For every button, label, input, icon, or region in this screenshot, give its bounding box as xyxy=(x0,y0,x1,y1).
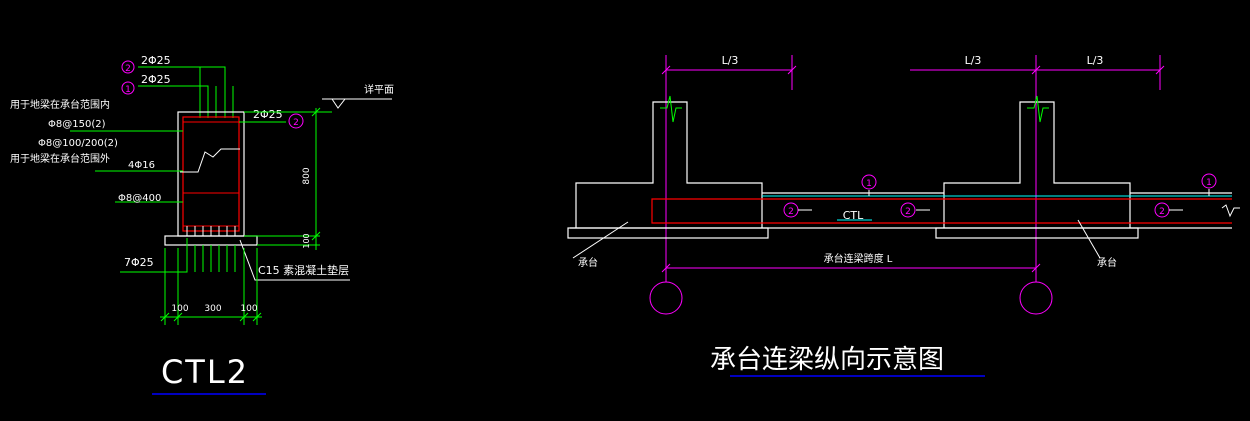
beam-rebar-cage xyxy=(651,198,1232,224)
bar-tag-1-top-text: 1 xyxy=(125,85,131,95)
pile-cap-label-right: 承台 xyxy=(1097,256,1117,269)
tie-bar-label: Φ8@400 xyxy=(118,193,161,204)
elev-tag-1b: 1 xyxy=(1201,173,1217,196)
elev-tag-2c-text: 2 xyxy=(1159,207,1165,217)
beam-outline xyxy=(177,111,245,237)
cushion-layer xyxy=(164,235,258,246)
axis-bubble-left xyxy=(649,281,683,315)
pad-dim-text: 100 xyxy=(302,233,311,248)
pile-cap-label-left: 承台 xyxy=(578,256,598,269)
elev-tag-2a: 2 xyxy=(783,202,799,218)
width-dimension xyxy=(160,248,262,325)
width-dim-right: 100 xyxy=(240,304,257,314)
side-bars-label: 4Φ16 xyxy=(128,160,155,171)
bar-tag-1-top: 1 xyxy=(121,81,135,95)
beam-break-mark xyxy=(1221,204,1240,218)
top-bar-1-label: 2Φ25 xyxy=(141,73,171,86)
pile-caps xyxy=(567,101,1139,239)
axis-bubble-right xyxy=(1019,281,1053,315)
top-dimensions xyxy=(661,55,1165,90)
column-breaks xyxy=(660,95,1049,123)
height-dim-text: 800 xyxy=(302,167,312,184)
section-break-line xyxy=(180,148,240,173)
elev-tag-2b-text: 2 xyxy=(905,207,911,217)
elev-tag-1b-text: 1 xyxy=(1206,178,1212,188)
elev-tag-2a-text: 2 xyxy=(788,207,794,217)
elev-tag-1a-text: 1 xyxy=(866,179,872,189)
cushion-label: C15 素混凝土垫层 xyxy=(258,263,349,277)
elevation-detail: L/3 L/3 L/3 承台连梁跨度 L xyxy=(567,54,1240,377)
height-dimension xyxy=(244,107,332,250)
axis-lines xyxy=(665,90,1037,282)
elev-tag-1a: 1 xyxy=(861,174,877,196)
bar-tag-2-top: 2 xyxy=(121,60,135,74)
stirrup-out-note: 用于地梁在承台范围外 xyxy=(10,152,110,165)
bottom-bar-legs xyxy=(186,226,236,236)
side-bar-label: 2Φ25 xyxy=(253,108,283,121)
stirrup-in-spec: Φ8@150(2) xyxy=(48,119,106,130)
width-dim-left: 100 xyxy=(171,304,188,314)
bar-tag-2-top-text: 2 xyxy=(125,64,131,74)
top-bar-2-label: 2Φ25 xyxy=(141,54,171,67)
stirrup xyxy=(182,116,240,232)
elev-tag-2c: 2 xyxy=(1154,202,1170,218)
tie-beam xyxy=(570,192,1232,229)
section-detail: 2 1 2Φ25 2Φ25 xyxy=(10,54,394,395)
elev-tag-2b: 2 xyxy=(900,202,916,218)
section-title: CTL2 xyxy=(161,353,249,391)
bar-tag-2-side: 2 xyxy=(288,113,304,129)
stirrup-leaders xyxy=(70,130,236,273)
dim-top-mid: L/3 xyxy=(965,54,982,67)
dim-top-left: L/3 xyxy=(722,54,739,67)
dim-top-right: L/3 xyxy=(1087,54,1104,67)
stirrup-out-spec: Φ8@100/200(2) xyxy=(38,138,118,149)
level-label: 详平面 xyxy=(364,83,394,96)
bar-tag-2-side-text: 2 xyxy=(293,118,299,128)
pile-cap-leader-left xyxy=(572,221,629,259)
cushion-leader xyxy=(239,239,350,281)
pile-cap-leader-right xyxy=(1077,219,1101,259)
stirrup-in-note: 用于地梁在承台范围内 xyxy=(10,98,110,111)
span-label: 承台连梁跨度 L xyxy=(824,252,893,265)
bottom-bars-label: 7Φ25 xyxy=(124,256,154,269)
level-symbol xyxy=(331,98,347,109)
span-dimension xyxy=(661,263,1041,273)
top-bar-leaders xyxy=(138,66,234,118)
beam-label: CTL xyxy=(843,209,864,222)
width-dim-mid: 300 xyxy=(204,304,221,314)
elevation-title: 承台连梁纵向示意图 xyxy=(710,345,944,375)
